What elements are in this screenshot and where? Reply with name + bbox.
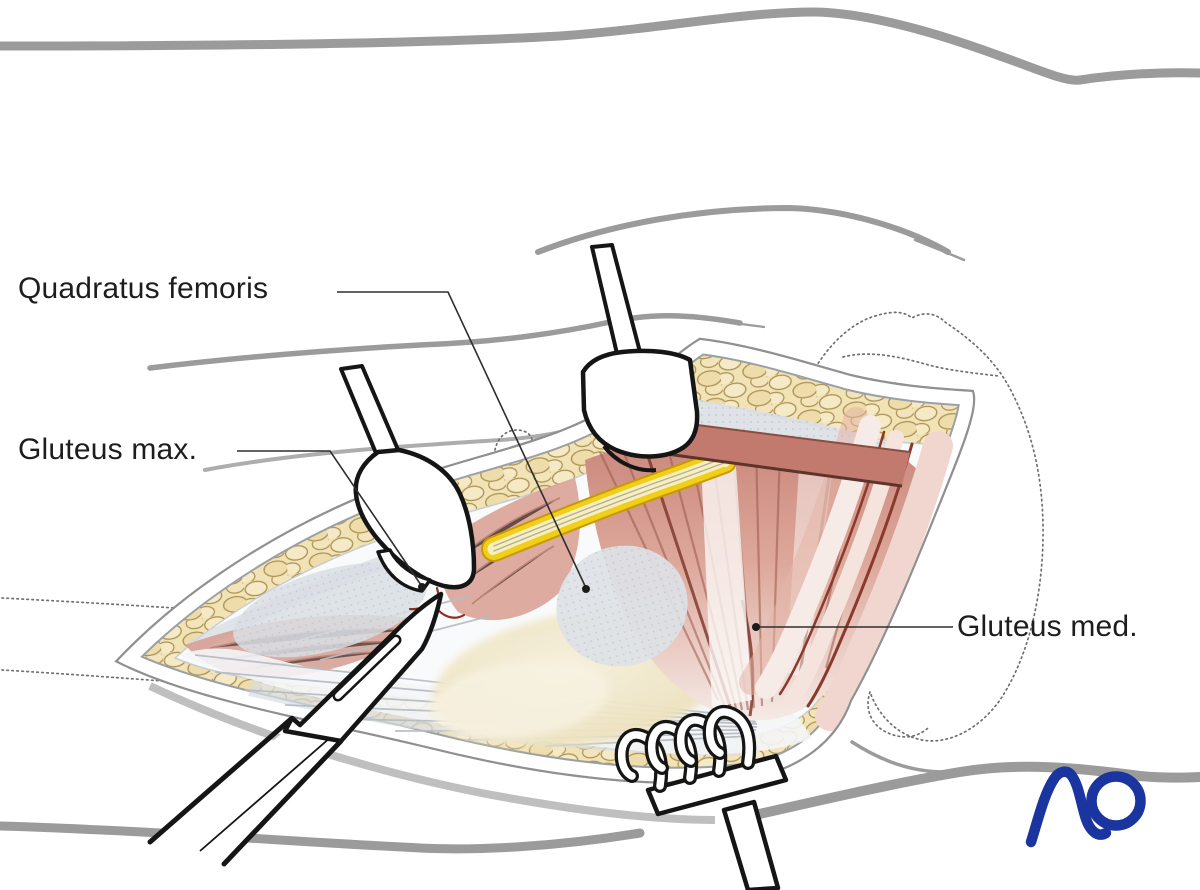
leader-gluteus-max bbox=[237, 450, 422, 586]
skin-contour-mid-taper bbox=[913, 238, 966, 262]
rake-prongs bbox=[614, 704, 757, 793]
skin-contour-lines bbox=[0, 7, 1200, 854]
skin-line-bottom-right bbox=[750, 761, 1200, 820]
rake-plate bbox=[645, 753, 789, 817]
leader-dot-gluteus-max bbox=[418, 583, 426, 591]
scalpel-blade-slot bbox=[335, 637, 399, 699]
label-gluteus-max: Gluteus max. bbox=[18, 433, 198, 466]
scalpel-handle-inner-line bbox=[199, 736, 332, 852]
skin-line-bottom-left bbox=[0, 821, 645, 854]
scalpel bbox=[147, 591, 444, 867]
retractor-left-shaft bbox=[339, 364, 401, 460]
rake-handle bbox=[721, 799, 781, 890]
skin-fold-wound-corner bbox=[850, 740, 947, 774]
label-gluteus-med: Gluteus med. bbox=[957, 610, 1138, 643]
skin-fold-upper bbox=[147, 313, 743, 371]
scalpel-handle-bottom-edge bbox=[221, 738, 344, 867]
scalpel-handle-top-edge bbox=[147, 716, 294, 845]
rake-retractor bbox=[614, 704, 789, 890]
leader-dot-gluteus-med bbox=[752, 623, 760, 631]
retractor-top-blade-hook bbox=[602, 444, 657, 473]
label-quadratus-femoris: Quadratus femoris bbox=[18, 272, 269, 305]
skin-fold-upper-taper bbox=[710, 318, 766, 329]
retractor-top bbox=[580, 243, 700, 473]
retracted-fascia-pillows bbox=[233, 545, 688, 667]
wound-shadow bbox=[148, 682, 716, 824]
cut-muscle-band bbox=[651, 419, 911, 488]
leader-quadratus-femoris bbox=[337, 291, 587, 589]
ao-logo-letter-o bbox=[1086, 771, 1146, 831]
retractor-top-shaft bbox=[590, 243, 642, 360]
muscle-white-wedge-1 bbox=[700, 438, 752, 708]
dotted-arc-wound-edge bbox=[494, 429, 534, 451]
scalpel-handle-fill bbox=[150, 731, 341, 864]
retractor-top-blade bbox=[580, 348, 700, 459]
skin-contour-mid bbox=[535, 204, 951, 255]
ao-logo bbox=[1025, 766, 1146, 848]
nerve-yellow bbox=[481, 448, 737, 562]
retractor-left-blade bbox=[353, 447, 477, 590]
trochanter-outline-lower-hook bbox=[867, 691, 929, 738]
retractor-left bbox=[339, 364, 477, 593]
leader-dot-quadratus bbox=[582, 585, 590, 593]
leader-lines bbox=[237, 291, 953, 631]
ao-logo-letter-a bbox=[1025, 766, 1112, 848]
trochanter-outline-inner bbox=[842, 353, 999, 377]
surgical-wound bbox=[114, 337, 976, 824]
skin-contour-top bbox=[0, 7, 1200, 85]
retractor-left-blade-hook bbox=[376, 548, 432, 593]
trochanter-outline-outer bbox=[805, 311, 1044, 742]
